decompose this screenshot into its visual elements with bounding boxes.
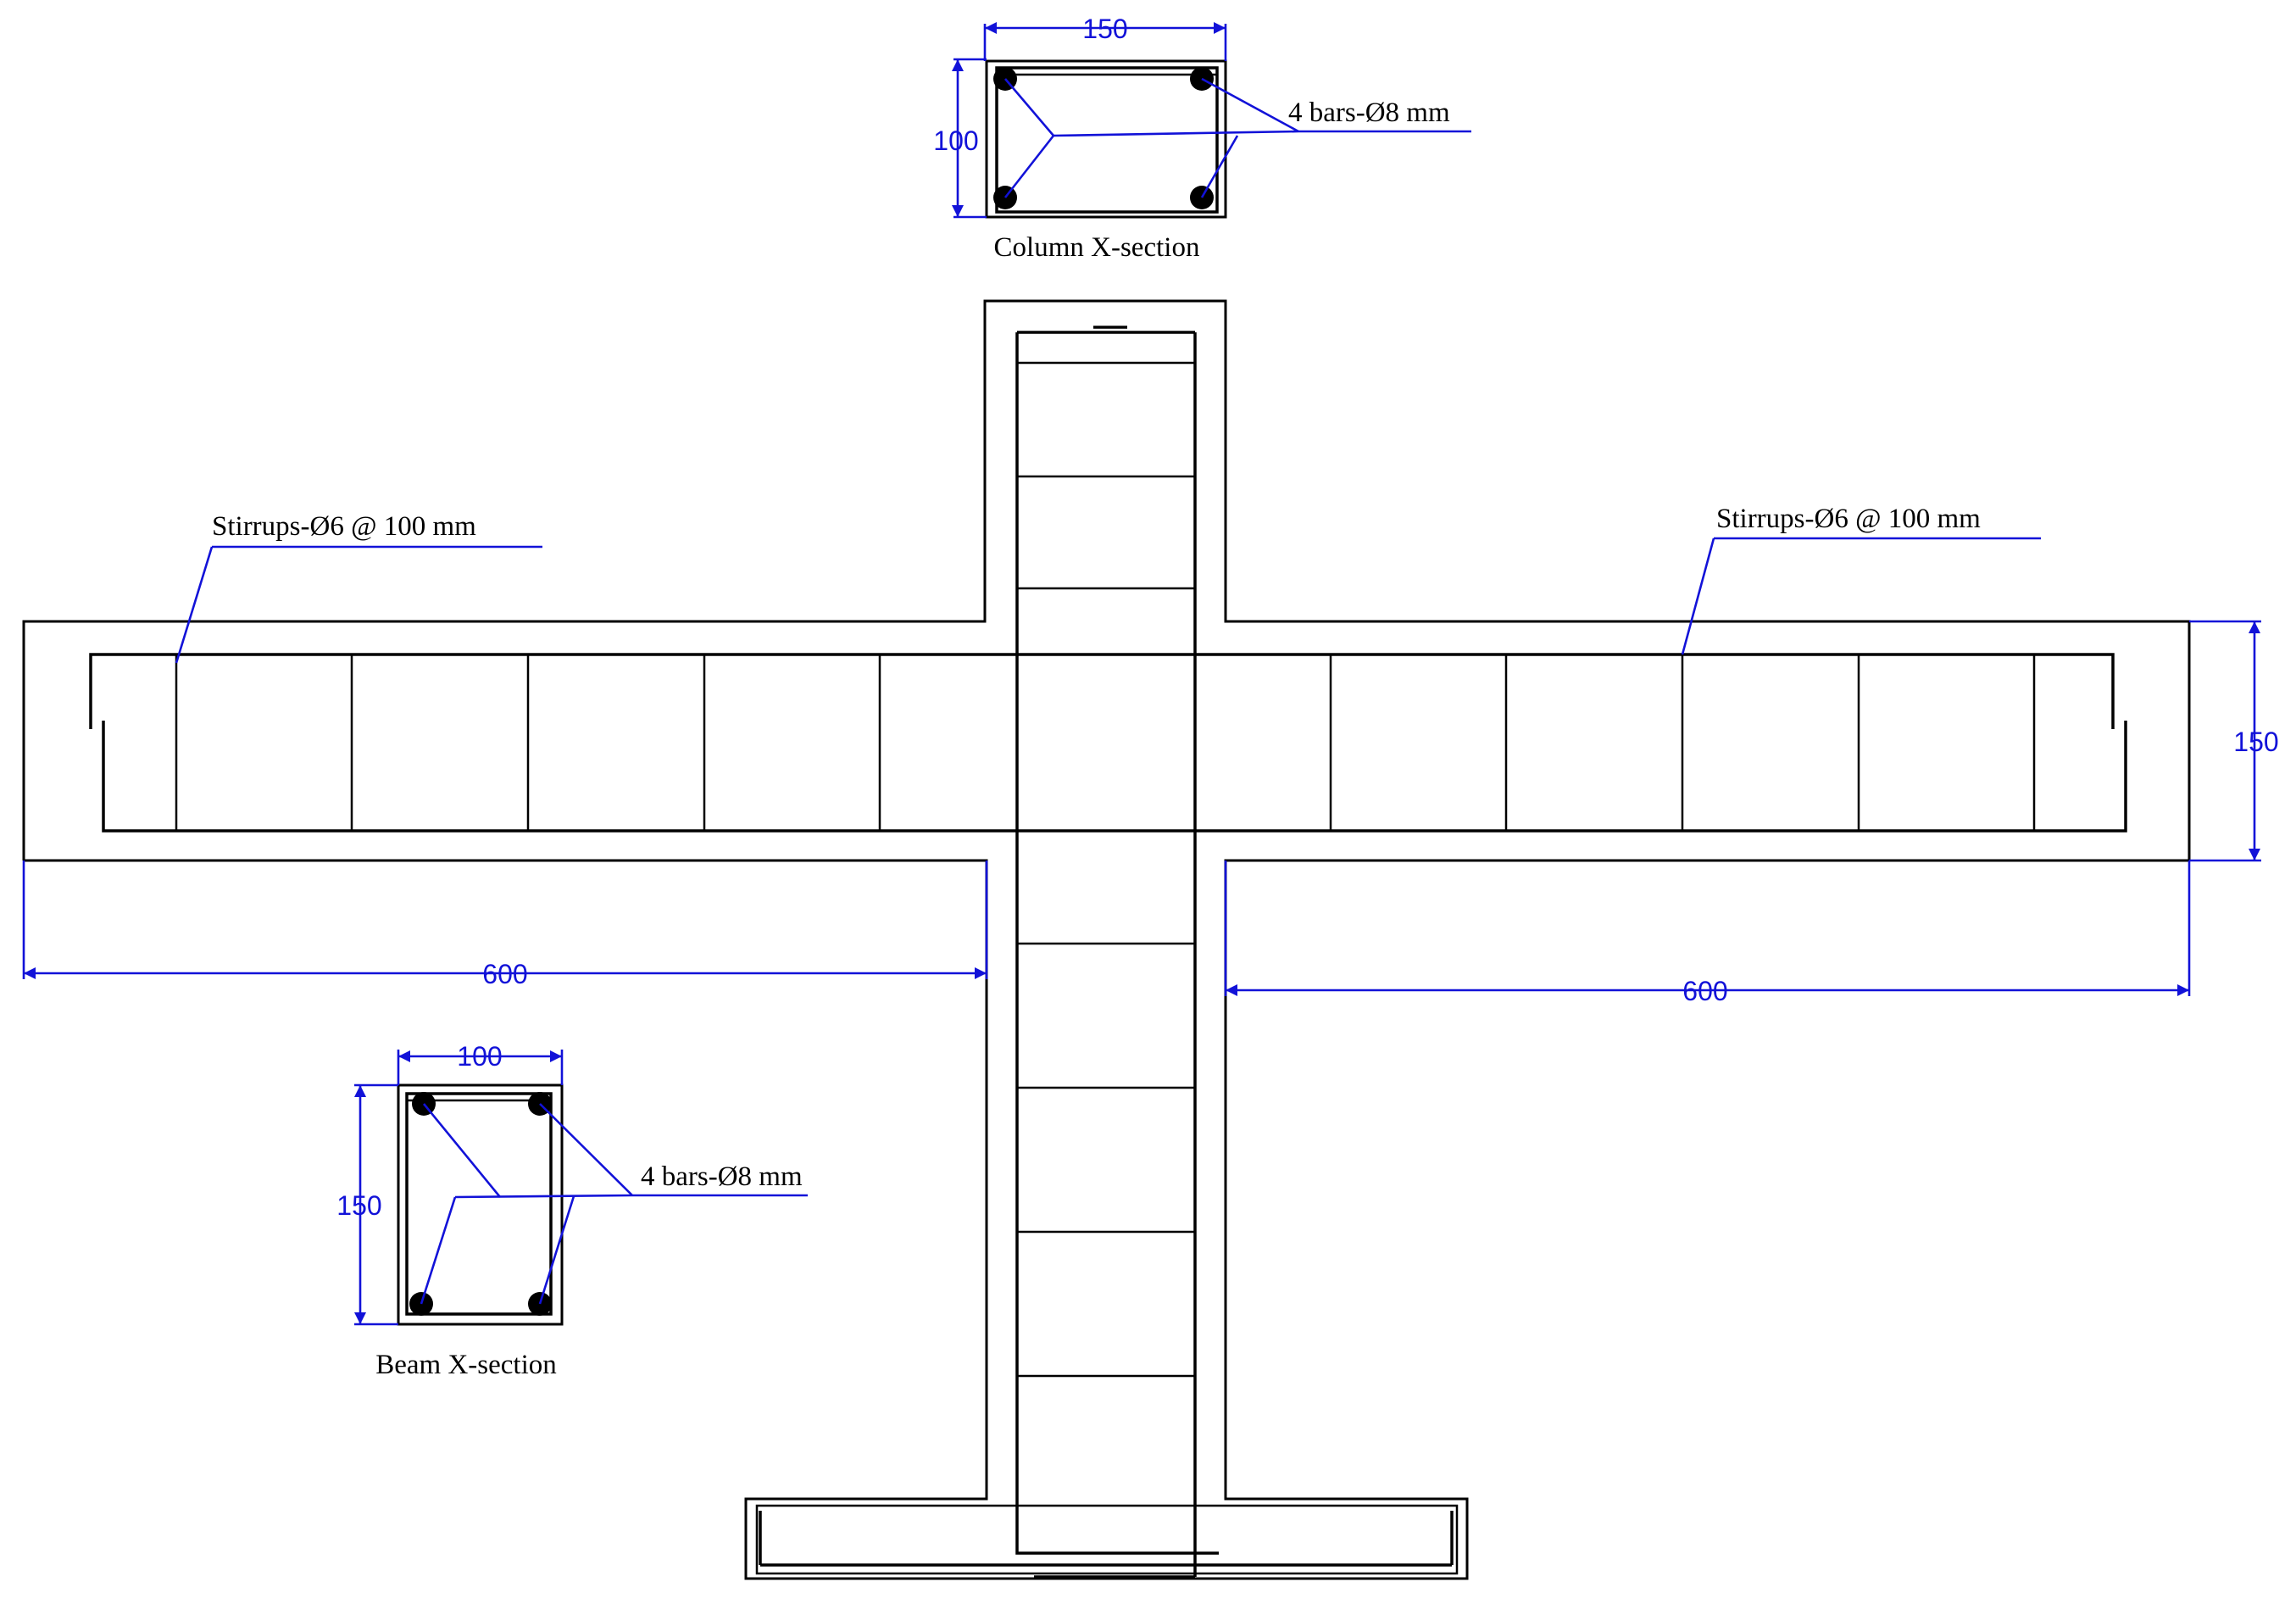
stirrups-right-note: Stirrups-Ø6 @ 100 mm [1681,504,2041,655]
beam-section-outline [397,1083,564,1326]
beam-height-dimension: 150 [336,1083,398,1326]
beam-bars-label: 4 bars-Ø8 mm [641,1161,803,1192]
column-bars-label: 4 bars-Ø8 mm [1288,97,1450,128]
concrete-outline-upper [22,299,2191,860]
beam-top-bar [89,653,2115,729]
left-span-label: 600 [482,959,527,989]
right-span-dimension: 600 [1224,860,2191,1006]
column-height-label: 100 [933,125,978,156]
column-cross-section: 150 100 4 bars-Ø8 mm Column X-section [933,14,1471,263]
footing-reinforcement [759,1511,1454,1567]
beam-bottom-bar [102,721,2127,833]
column-section-caption: Column X-section [994,232,1200,263]
column-left-bar [1015,332,1219,1555]
stirrups-left-label: Stirrups-Ø6 @ 100 mm [212,511,476,542]
beam-depth-dimension: 150 [2189,620,2279,862]
column-bars-leader [1003,77,1471,198]
right-span-label: 600 [1682,976,1727,1006]
beam-section-stirrup [405,1092,553,1316]
beam-reinforcement [89,653,2127,833]
column-height-dimension: 100 [933,58,987,219]
concrete-outline-left-lower [24,859,2189,1580]
column-reinforcement [1015,326,1219,1579]
column-ties [1017,361,1195,1378]
column-width-label: 150 [1082,14,1127,44]
beam-bars-leader [420,1103,808,1305]
beam-stirrups [175,654,2036,831]
beam-width-dimension: 100 [397,1041,564,1085]
column-width-dimension: 150 [983,14,1227,61]
beam-height-label: 150 [336,1190,381,1221]
beam-width-label: 100 [457,1041,502,1072]
stirrups-left-note: Stirrups-Ø6 @ 100 mm [175,511,542,664]
column-section-outline [985,59,1227,219]
column-section-stirrup [995,66,1219,214]
frame-elevation [22,299,2191,1580]
beam-depth-label: 150 [2233,727,2278,757]
beam-cross-section: 100 150 4 bars-Ø8 mm Beam X-section [336,1041,808,1380]
stirrups-right-label: Stirrups-Ø6 @ 100 mm [1716,504,1981,534]
footing-inner-outline [755,1504,1459,1575]
beam-section-caption: Beam X-section [375,1350,557,1380]
left-span-dimension: 600 [22,860,988,989]
